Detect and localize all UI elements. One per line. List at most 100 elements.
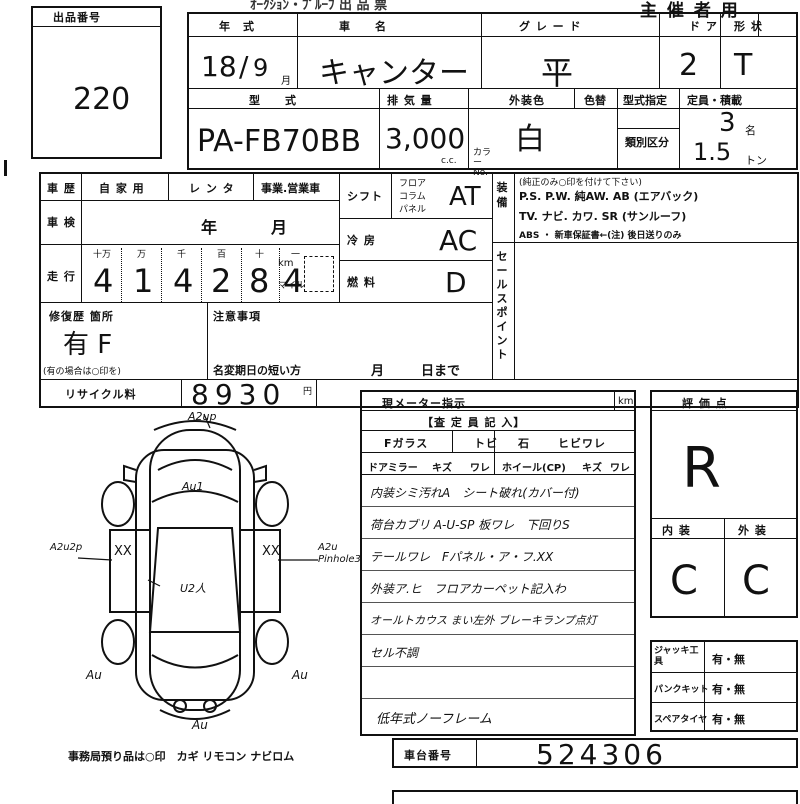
- history-business: 事業.営業車: [261, 182, 321, 195]
- fuel-value: D: [445, 266, 467, 299]
- mileage-unit-4: 十: [255, 250, 265, 260]
- lot-number-label: 出品番号: [53, 11, 101, 24]
- repair-label: 修復歴 箇所: [49, 310, 114, 323]
- class-no-label: 類別区分: [625, 136, 669, 149]
- mile-unit: マイル: [278, 281, 306, 291]
- mileage-unit-2: 千: [177, 250, 187, 260]
- load-value: 1.5: [693, 138, 732, 166]
- ac-value: AC: [439, 224, 478, 257]
- extra-jack-label: ジャッキ工具: [654, 646, 699, 667]
- mirror-label: ドアミラー: [368, 463, 418, 474]
- mark-right: A2u Pinhole3: [318, 542, 361, 565]
- month-value: 9: [253, 54, 269, 82]
- caution-label: 注意事項: [213, 310, 261, 323]
- recycle-unit: 円: [303, 387, 313, 397]
- capacity-label: 定員・積載: [687, 94, 742, 107]
- car-name-value: キャンター: [319, 56, 469, 91]
- vehicle-header-grid: 年 式 車 名 グ レ ー ド ド ア 形 状 18 / 9 月 キャンター 平…: [187, 12, 798, 178]
- wheel-crack: ワレ: [610, 463, 630, 474]
- inspection-label: 車 検: [47, 216, 76, 229]
- shift-option-column: コラム: [399, 192, 426, 202]
- mileage-unit-3: 百: [217, 250, 227, 260]
- mileage-unit-5: 一: [291, 250, 301, 260]
- mileage-label: 走 行: [47, 270, 76, 283]
- fglass-label: Fガラス: [384, 437, 429, 450]
- grade-score-value: R: [682, 436, 721, 501]
- body-type-value: T: [734, 48, 753, 83]
- interior-value: C: [670, 558, 698, 604]
- ac-label: 冷 房: [347, 234, 376, 247]
- car-name-label: 車 名: [339, 20, 387, 33]
- fglass-chip: トビ: [474, 437, 498, 450]
- equipment-note: (純正のみ○印を付けて下さい): [519, 178, 642, 188]
- model-code-value: PA-FB70BB: [197, 124, 362, 159]
- mark-xx-left: XX: [114, 544, 132, 559]
- ext-color-label: 外装色: [509, 94, 545, 107]
- capacity-value: 3: [719, 108, 736, 138]
- repair-value: 有 F: [63, 330, 113, 360]
- reg-change-label: 名変期日の短い方: [213, 364, 301, 377]
- mileage-unit-0: 十万: [93, 250, 112, 260]
- mile-checkbox: [304, 256, 334, 292]
- form-title: ｵｰｸｼｮﾝ・ﾌﾟﾙｰﾌ 出 品 票: [250, 0, 388, 13]
- mileage-digit-0: 4: [93, 262, 114, 300]
- shift-label: シフト: [347, 190, 383, 203]
- note-line-5: セル不調: [370, 646, 419, 660]
- shift-option-panel: パネル: [399, 205, 427, 215]
- mark-back-right: Au: [292, 668, 308, 682]
- color-value: 白: [515, 122, 545, 157]
- diagram-footer: 事務局預り品は○印 カギ リモコン ナビロム: [68, 750, 295, 763]
- mileage-digit-1: 1: [133, 262, 154, 300]
- interior-label: 内 装: [662, 524, 691, 537]
- fglass-crack: ヒビワレ: [558, 437, 606, 450]
- extra-spare-value: 有・無: [712, 713, 745, 726]
- note-line-3: 外装ア.ヒ フロアカーペット記入わ: [370, 582, 566, 596]
- history-grid: 車 歴 自 家 用 レ ン タ 事業.営業車 車 検 年 月 走 行 十万 万 …: [39, 172, 799, 411]
- sale-point-label: セールスポイント: [496, 250, 508, 361]
- fuel-label: 燃 料: [347, 276, 376, 289]
- note-line-0: 内装シミ汚れA シート破れ(カバー付): [370, 486, 580, 500]
- vehicle-damage-diagram: [77, 413, 318, 720]
- organizer-copy-label: 主 催 者 用: [640, 1, 740, 21]
- extra-jack-value: 有・無: [712, 653, 745, 666]
- mark-back-left: Au: [86, 668, 102, 682]
- exterior-label: 外 装: [738, 524, 767, 537]
- capacity-unit: 名: [745, 124, 756, 137]
- repair-note: (有の場合は○印を): [43, 367, 121, 377]
- km-unit: km: [278, 258, 294, 269]
- margin-mark: [4, 160, 7, 176]
- mark-left: A2u2p: [50, 542, 83, 553]
- model-label: 型 式: [249, 94, 297, 107]
- extras-table: ジャッキ工具 有・無 パンクキット 有・無 スペアタイヤ 有・無: [650, 640, 798, 732]
- mark-roof: U2人: [180, 582, 207, 595]
- reg-change-month: 月: [371, 364, 386, 379]
- meter-label: 現メーター指示: [382, 397, 466, 410]
- model-cert-label: 型式指定: [623, 94, 667, 107]
- chassis-label: 車台番号: [404, 749, 452, 762]
- note-line-4: オールトカウス まい左外 ブレーキランプ点灯: [370, 614, 597, 627]
- body-type-label: 形 状: [734, 20, 763, 33]
- displacement-label: 排 気 量: [387, 94, 433, 107]
- shift-option-floor: フロア: [399, 179, 427, 189]
- meter-unit: km: [618, 396, 634, 407]
- mark-rear: Au: [192, 718, 208, 732]
- history-label: 車 歴: [47, 182, 76, 195]
- equipment-row3: ABS ・ 新車保証書←(注) 後日送りのみ: [519, 231, 682, 241]
- equipment-row1: P.S. P.W. 純AW. AB (エアバック): [519, 190, 699, 203]
- note-line-2: テールワレ Fパネル・ア・フ.XX: [370, 550, 554, 564]
- load-unit: トン: [745, 154, 767, 167]
- chassis-number-box: 車台番号 524306: [392, 738, 798, 771]
- mileage-digit-2: 4: [173, 262, 194, 300]
- wheel-label: ホイール(CP): [502, 463, 566, 474]
- mark-front: A2up: [188, 410, 217, 423]
- year-value: 18: [201, 50, 237, 83]
- mileage-digit-5: 4: [283, 262, 304, 300]
- grade-label: グ レ ー ド: [519, 20, 582, 33]
- history-private: 自 家 用: [99, 182, 145, 195]
- note-line-7: 低年式ノーフレーム: [376, 712, 492, 727]
- mileage-digit-4: 8: [249, 262, 270, 300]
- fglass-stone: 石: [518, 437, 530, 450]
- exterior-value: C: [742, 558, 770, 604]
- shift-value: AT: [449, 182, 481, 212]
- doors-label: ド ア: [689, 20, 718, 33]
